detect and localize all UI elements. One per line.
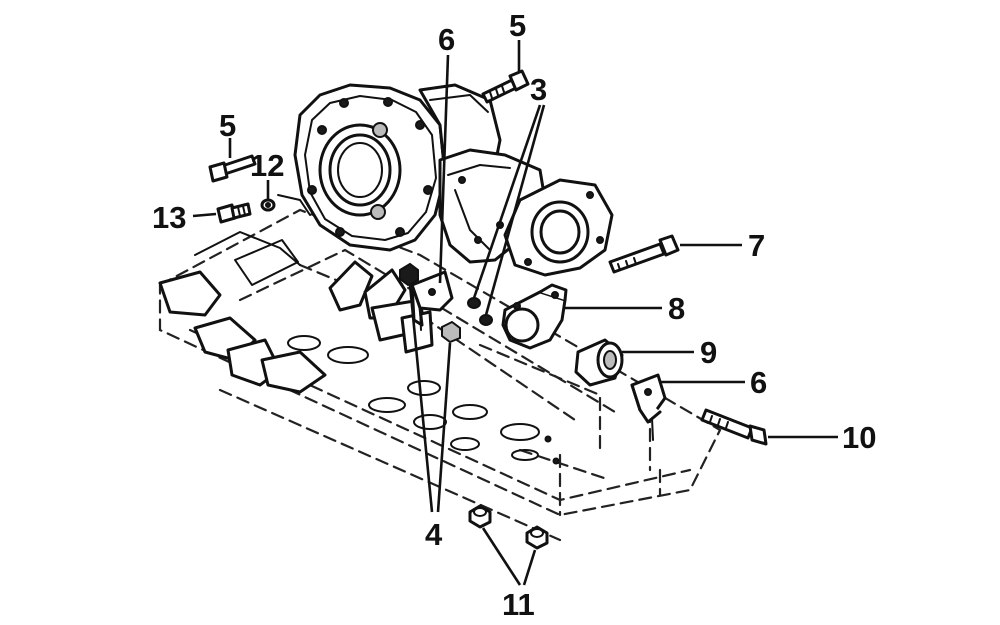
leader-lines — [192, 40, 838, 586]
bracket-6-lower — [630, 373, 667, 441]
mount-bracket-8 — [501, 283, 568, 350]
bushing-9 — [574, 338, 624, 387]
callout-11: 11 — [502, 587, 535, 622]
callout-8: 8 — [668, 291, 685, 326]
frame-brackets — [158, 231, 434, 394]
transfer-case — [277, 83, 614, 277]
nuts-4 — [399, 262, 461, 344]
screw-13 — [216, 202, 252, 224]
callout-labels: 6 5 3 5 12 13 7 8 9 6 10 4 11 — [152, 8, 876, 622]
callout-12: 12 — [250, 148, 284, 183]
nuts-11 — [468, 504, 549, 550]
callout-5-upper: 5 — [509, 8, 526, 43]
callout-10: 10 — [842, 420, 876, 455]
callout-6-upper: 6 — [438, 22, 455, 57]
frame-holes — [287, 335, 560, 465]
callout-3: 3 — [530, 72, 547, 107]
callout-13: 13 — [152, 200, 186, 235]
washer-12 — [260, 198, 276, 212]
callout-7: 7 — [748, 228, 765, 263]
bolt-5-left — [208, 154, 257, 183]
callout-5-left: 5 — [219, 108, 236, 143]
callout-9: 9 — [700, 335, 717, 370]
bolt-7 — [608, 234, 680, 274]
callout-6-lower: 6 — [750, 365, 767, 400]
bracket-6-upper — [410, 270, 454, 331]
callout-4: 4 — [425, 517, 443, 552]
bolt-5-upper — [481, 69, 530, 104]
bolt-10 — [700, 408, 768, 446]
